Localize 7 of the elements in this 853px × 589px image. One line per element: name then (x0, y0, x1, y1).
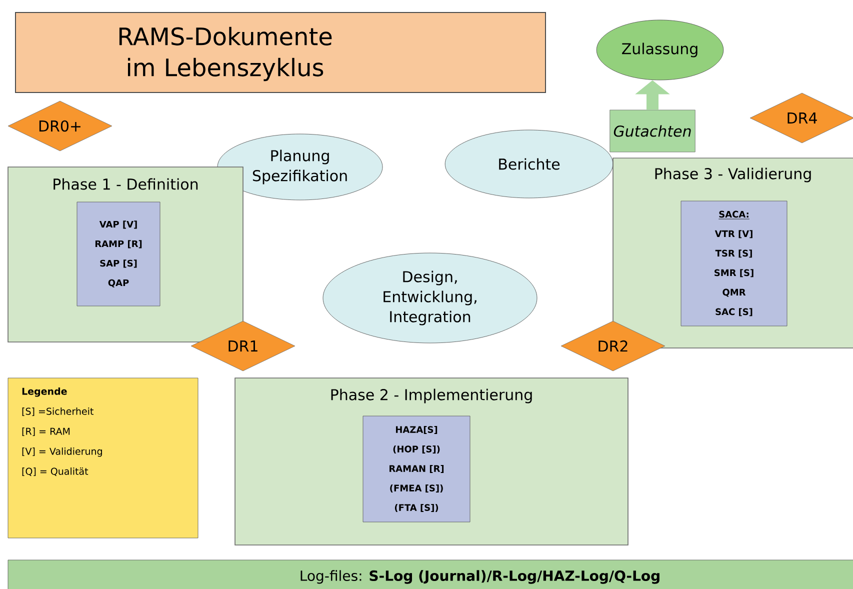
report-box: Gutachten (610, 110, 696, 152)
document-list-box: VAP [V] RAMP [R] SAP [S] QAP (76, 202, 160, 306)
document-list-box: SACA: VTR [V] TSR [S] SMR [S] QMR SAC [S] (680, 200, 788, 326)
legend-box: Legende [S] =Sicherheit [R] = RAM [V] = Validierung [Q] = Qualität (8, 378, 198, 538)
log-files-bar: Log-files: S-Log (Journal)/R-Log/HAZ-Log/Q-Log (8, 560, 853, 589)
title: RAMS-Dokumente im Lebenszyklus (119, 26, 332, 82)
document-list-box: HAZA[S] (HOP [S]) RAMAN [R] (FMEA [S]) (FTA [S]) (362, 416, 470, 522)
